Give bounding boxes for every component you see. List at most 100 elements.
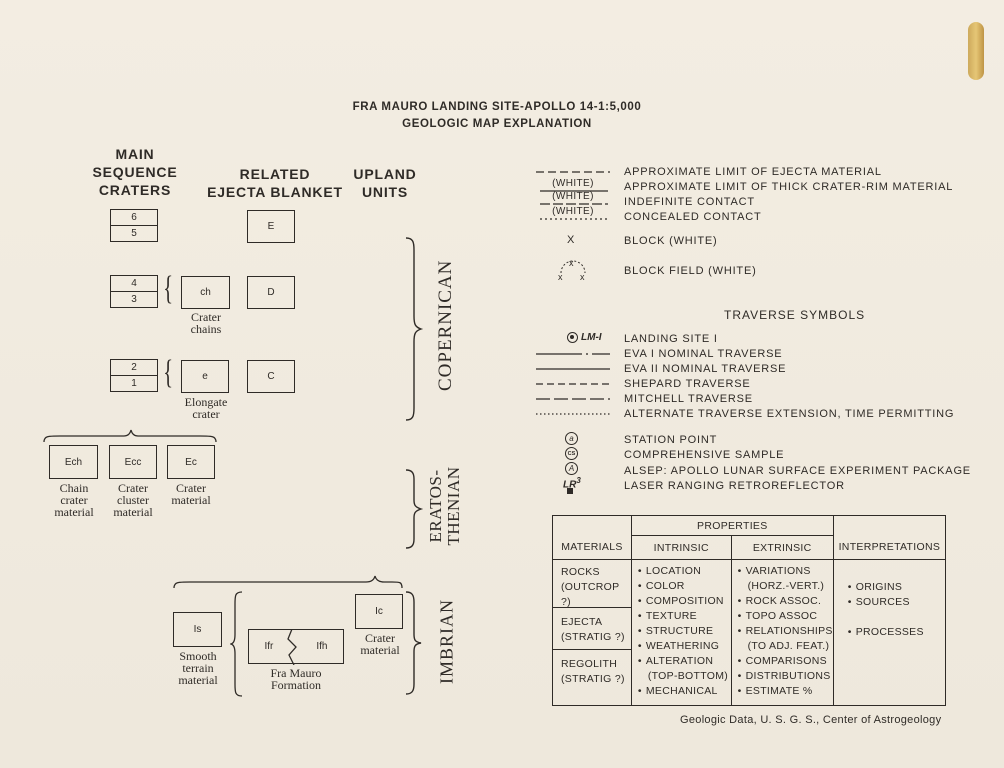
alsep-symbol: A bbox=[568, 464, 575, 473]
unit-box-1: 1 bbox=[110, 375, 158, 392]
upland-header-line: UPLAND bbox=[353, 166, 417, 182]
horizontal-brace-imbrian bbox=[173, 575, 403, 589]
period-imbrian: IMBRIAN bbox=[436, 599, 457, 685]
material-ejecta: EJECTA (STRATIG ?) bbox=[553, 608, 631, 650]
unit-box-3: 3 bbox=[110, 291, 158, 308]
table-header-row: MATERIALS PROPERTIES INTERPRETATIONS bbox=[552, 515, 947, 560]
symbol-mitchell-line bbox=[536, 398, 610, 400]
intrinsic-item: COMPOSITION bbox=[638, 594, 731, 609]
intrinsic-item: (TOP-BOTTOM) bbox=[647, 670, 729, 682]
main-sequence-header-line: MAIN bbox=[115, 146, 155, 162]
caption-line: Smooth bbox=[179, 649, 217, 663]
alsep-icon: A bbox=[565, 462, 578, 475]
related-header-line: RELATED bbox=[239, 166, 311, 182]
extrinsic-item: RELATIONSHIPS bbox=[738, 624, 833, 639]
svg-text:x: x bbox=[569, 258, 574, 268]
symbol-indefinite-line bbox=[540, 203, 608, 205]
caption-elongate-crater: Elongate crater bbox=[172, 396, 240, 420]
intrinsic-cell: LOCATION COLOR COMPOSITION TEXTURE STRUC… bbox=[630, 559, 732, 706]
legend-indefinite: INDEFINITE CONTACT bbox=[624, 196, 755, 208]
laser-reflector-symbol: LR bbox=[563, 479, 577, 491]
intrinsic-item: MECHANICAL bbox=[638, 684, 731, 699]
legend-block-field: BLOCK FIELD (WHITE) bbox=[624, 265, 757, 277]
extrinsic-item: TOPO ASSOC bbox=[738, 609, 833, 624]
brace-small: { bbox=[163, 270, 174, 307]
caption-line: Crater bbox=[118, 481, 148, 495]
interpretation-spacer bbox=[848, 610, 945, 625]
caption-line: Chain bbox=[59, 481, 89, 495]
brace-eratosthenian bbox=[405, 469, 424, 549]
caption-line: material bbox=[178, 673, 218, 687]
caption-line: material bbox=[113, 505, 153, 519]
comprehensive-sample-icon: CS bbox=[565, 447, 578, 460]
extrinsic-item: COMPARISONS bbox=[738, 654, 833, 669]
legend-alternate: ALTERNATE TRAVERSE EXTENSION, TIME PERMI… bbox=[624, 408, 955, 420]
legend-mitchell: MITCHELL TRAVERSE bbox=[624, 393, 753, 405]
symbol-eva2-line bbox=[536, 368, 610, 370]
caption-line: crater bbox=[192, 407, 220, 421]
credit-line: Geologic Data, U. S. G. S., Center of As… bbox=[680, 714, 942, 726]
title-line-1: FRA MAURO LANDING SITE-APOLLO 14-1:5,000 bbox=[352, 101, 642, 113]
material-rocks: ROCKS (OUTCROP ?) bbox=[553, 560, 631, 608]
extrinsic-item: ESTIMATE % bbox=[738, 684, 833, 699]
material-rocks-note: (OUTCROP ?) bbox=[561, 581, 620, 608]
unit-box-E: E bbox=[247, 210, 295, 243]
legend-eva1: EVA I NOMINAL TRAVERSE bbox=[624, 348, 783, 360]
legend-laser: LASER RANGING RETROREFLECTOR bbox=[624, 480, 845, 492]
legend-alsep: ALSEP: APOLLO LUNAR SURFACE EXPERIMENT P… bbox=[624, 465, 971, 477]
caption-crater-cluster-material: Crater cluster material bbox=[103, 482, 163, 518]
laser-reflector-icon: LR3 bbox=[563, 476, 581, 490]
svg-text:x: x bbox=[558, 272, 563, 282]
caption-line: crater bbox=[60, 493, 88, 507]
symbol-white-indefinite: (WHITE) bbox=[552, 191, 594, 202]
block-field-icon: x x x bbox=[558, 258, 586, 282]
caption-line: Crater bbox=[365, 631, 395, 645]
legend-shepard: SHEPARD TRAVERSE bbox=[624, 378, 751, 390]
brace-fra-mauro bbox=[230, 591, 243, 697]
related-header-line: EJECTA BLANKET bbox=[207, 184, 343, 200]
landing-symbol-label: LM-I bbox=[581, 332, 602, 343]
table-body-row: ROCKS (OUTCROP ?) EJECTA (STRATIG ?) REG… bbox=[552, 559, 947, 706]
caption-line: cluster bbox=[117, 493, 149, 507]
intrinsic-item: COLOR bbox=[638, 579, 731, 594]
unit-box-Ech: Ech bbox=[49, 445, 98, 479]
extrinsic-header: EXTRINSIC bbox=[730, 535, 834, 560]
unit-box-e: e bbox=[181, 360, 229, 393]
caption-line: Crater bbox=[191, 310, 221, 324]
unit-box-ch: ch bbox=[181, 276, 230, 309]
symbol-eva1-line bbox=[536, 353, 610, 355]
symbol-dashed-ejecta bbox=[536, 171, 610, 173]
legend-comprehensive: COMPREHENSIVE SAMPLE bbox=[624, 449, 785, 461]
upland-header-line: UNITS bbox=[362, 184, 408, 200]
station-point-icon: a bbox=[565, 432, 578, 445]
brace-copernican bbox=[405, 237, 424, 421]
symbol-alternate-line bbox=[536, 413, 610, 415]
interpretation-item: SOURCES bbox=[848, 595, 945, 610]
caption-line: material bbox=[171, 493, 211, 507]
landing-site-icon bbox=[567, 332, 578, 343]
interpretation-item: PROCESSES bbox=[848, 625, 945, 640]
unit-box-Ec: Ec bbox=[167, 445, 215, 479]
unit-box-C: C bbox=[247, 360, 295, 393]
main-sequence-header-line: SEQUENCE bbox=[92, 164, 178, 180]
caption-line: material bbox=[54, 505, 94, 519]
svg-text:x: x bbox=[580, 272, 585, 282]
extrinsic-item: (HORZ.-VERT.) bbox=[747, 580, 825, 592]
properties-header: PROPERTIES bbox=[630, 515, 834, 536]
intrinsic-item: LOCATION bbox=[638, 564, 731, 579]
material-regolith-note: (STRATIG ?) bbox=[561, 673, 625, 685]
properties-table: MATERIALS PROPERTIES INTERPRETATIONS INT… bbox=[552, 515, 947, 706]
unit-box-D: D bbox=[247, 276, 295, 309]
period-eratosthenian-line: ERATOS- bbox=[426, 469, 445, 543]
horizontal-brace-eratosthenian bbox=[43, 429, 217, 443]
unit-box-Ifr-Ifh: Ifr Ifh bbox=[248, 629, 344, 664]
binding-stain bbox=[968, 22, 984, 80]
zigzag-contact bbox=[287, 629, 297, 665]
interpretation-item: ORIGINS bbox=[848, 580, 945, 595]
related-ejecta-header: RELATED EJECTA BLANKET bbox=[205, 165, 345, 201]
legend-station-point: STATION POINT bbox=[624, 434, 718, 446]
caption-crater-material: Crater material bbox=[161, 482, 221, 506]
caption-line: material bbox=[360, 643, 400, 657]
period-eratosthenian-line: THENIAN bbox=[444, 466, 463, 546]
extrinsic-item: ROCK ASSOC. bbox=[738, 594, 833, 609]
